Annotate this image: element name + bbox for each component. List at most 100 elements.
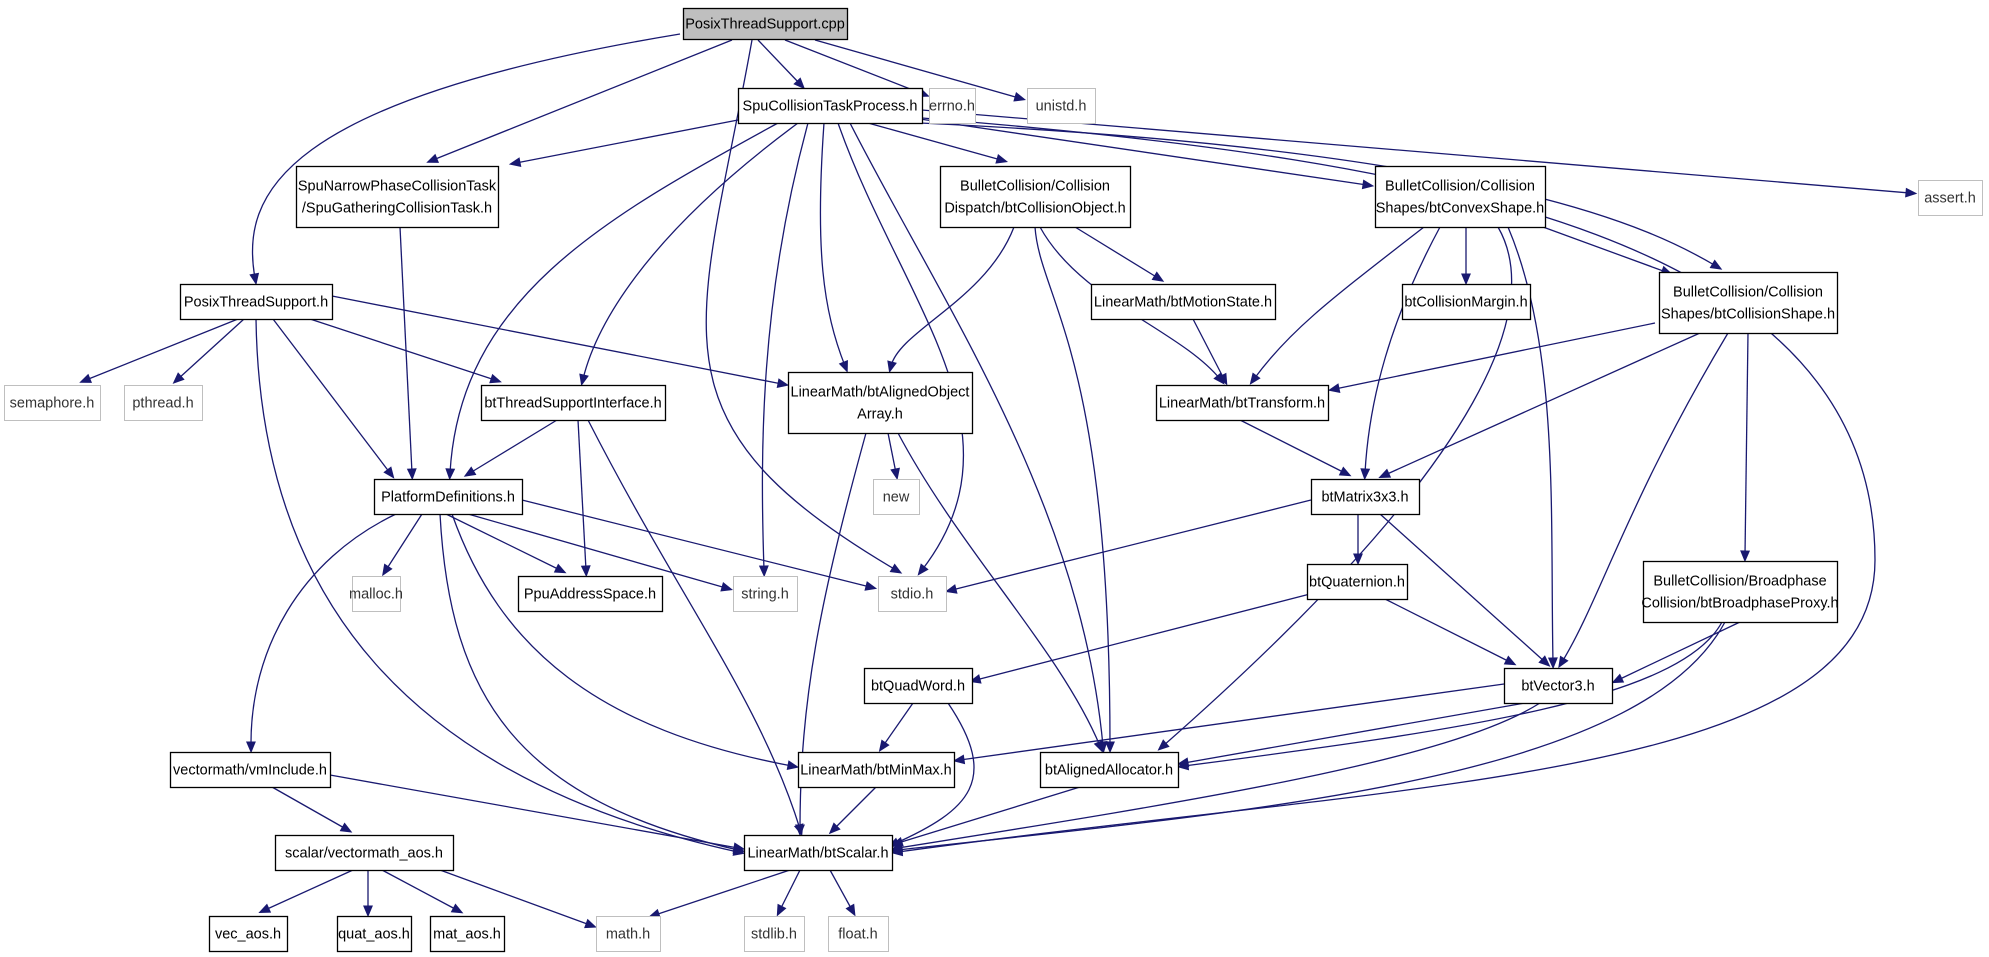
node-box bbox=[336, 915, 413, 953]
node-box bbox=[878, 576, 947, 612]
node-colmargin[interactable]: btCollisionMargin.h bbox=[1401, 283, 1532, 321]
node-layer: PosixThreadSupport.cppSpuCollisionTaskPr… bbox=[4, 7, 1983, 953]
edge-platdef-to-malloc bbox=[382, 513, 423, 577]
edge-quat-to-quadword bbox=[968, 593, 1311, 684]
edge-line bbox=[432, 39, 733, 161]
node-bproxy[interactable]: BulletCollision/BroadphaseCollision/btBr… bbox=[1641, 560, 1839, 624]
node-quat[interactable]: btQuaternion.h bbox=[1306, 563, 1409, 601]
node-errno[interactable]: errno.h bbox=[929, 88, 976, 124]
node-scalaraos[interactable]: scalar/vectormath_aos.h bbox=[274, 834, 455, 872]
edge-quadword-to-minmax bbox=[878, 702, 914, 752]
node-assert[interactable]: assert.h bbox=[1918, 180, 1983, 216]
arrowhead-icon bbox=[258, 903, 272, 914]
arrowhead-icon bbox=[445, 468, 456, 481]
edge-root-to-spuproc bbox=[757, 39, 806, 90]
node-label: LinearMath/btScalar.h bbox=[747, 846, 888, 862]
edge-quat-to-vector3 bbox=[1384, 598, 1517, 666]
edge-colshape-to-vector3 bbox=[1558, 332, 1729, 669]
node-stdio[interactable]: stdio.h bbox=[878, 576, 947, 612]
edge-line bbox=[1384, 598, 1511, 663]
node-mataos[interactable]: mat_aos.h bbox=[429, 915, 506, 953]
node-label: SpuNarrowPhaseCollisionTask bbox=[298, 179, 497, 195]
edge-line bbox=[1162, 226, 1513, 747]
node-colobj[interactable]: BulletCollision/CollisionDispatch/btColl… bbox=[939, 165, 1132, 229]
node-label: stdlib.h bbox=[751, 927, 797, 943]
edge-line bbox=[779, 869, 801, 911]
node-math[interactable]: math.h bbox=[596, 916, 661, 952]
node-vminclude[interactable]: vectormath/vmInclude.h bbox=[169, 751, 332, 789]
edge-line bbox=[582, 122, 799, 380]
node-spuproc[interactable]: SpuCollisionTaskProcess.h bbox=[737, 87, 924, 125]
edge-convex-to-alignalloc bbox=[1157, 226, 1513, 751]
node-minmax[interactable]: LinearMath/btMinMax.h bbox=[797, 751, 956, 789]
arrowhead-icon bbox=[1151, 271, 1165, 282]
edge-line bbox=[893, 702, 975, 845]
node-posixh[interactable]: PosixThreadSupport.h bbox=[179, 283, 334, 321]
edge-line bbox=[1074, 226, 1159, 279]
node-malloc[interactable]: malloc.h bbox=[349, 576, 403, 612]
edge-vector3-to-alignalloc bbox=[1176, 702, 1526, 768]
edge-line bbox=[654, 869, 791, 916]
node-spunarrow[interactable]: SpuNarrowPhaseCollisionTask/SpuGathering… bbox=[295, 165, 500, 229]
node-new[interactable]: new bbox=[873, 479, 920, 515]
edge-line bbox=[1561, 332, 1729, 663]
arrowhead-icon bbox=[363, 905, 373, 918]
node-box bbox=[274, 834, 455, 872]
node-colshape[interactable]: BulletCollision/CollisionShapes/btCollis… bbox=[1658, 271, 1839, 335]
edge-line bbox=[757, 39, 801, 85]
node-platdef[interactable]: PlatformDefinitions.h bbox=[373, 478, 524, 516]
node-matrix[interactable]: btMatrix3x3.h bbox=[1310, 478, 1421, 516]
edge-root-to-stdio bbox=[705, 39, 903, 574]
edge-line bbox=[1192, 318, 1225, 380]
edge-line bbox=[1507, 226, 1554, 663]
node-label: btCollisionMargin.h bbox=[1404, 295, 1527, 311]
edge-line bbox=[521, 499, 871, 588]
edge-line bbox=[451, 513, 793, 767]
arrowhead-icon bbox=[995, 154, 1009, 164]
node-ppuaddr[interactable]: PpuAddressSpace.h bbox=[517, 575, 664, 613]
node-box bbox=[863, 667, 974, 705]
node-alignalloc[interactable]: btAlignedAllocator.h bbox=[1039, 751, 1180, 789]
edge-matrix-to-vector3 bbox=[1379, 513, 1551, 667]
node-quataos[interactable]: quat_aos.h bbox=[336, 915, 413, 953]
node-float[interactable]: float.h bbox=[828, 916, 889, 952]
node-convex[interactable]: BulletCollision/CollisionShapes/btConvex… bbox=[1374, 165, 1547, 229]
node-unistd[interactable]: unistd.h bbox=[1027, 88, 1096, 124]
node-box bbox=[929, 88, 976, 124]
node-box bbox=[1090, 283, 1277, 321]
node-label: mat_aos.h bbox=[433, 927, 501, 943]
node-string[interactable]: string.h bbox=[733, 576, 798, 612]
node-box bbox=[787, 371, 974, 435]
node-motion[interactable]: LinearMath/btMotionState.h bbox=[1090, 283, 1277, 321]
arrowhead-icon bbox=[1327, 383, 1341, 393]
edge-line bbox=[1034, 226, 1111, 747]
node-label: LinearMath/btMinMax.h bbox=[800, 763, 952, 779]
edge-posixh-to-pthread bbox=[172, 318, 245, 384]
node-vecaos[interactable]: vec_aos.h bbox=[208, 915, 289, 953]
arrowhead-icon bbox=[584, 918, 597, 929]
edge-colshape-to-transform bbox=[1327, 322, 1656, 393]
edge-scalaraos-to-vecaos bbox=[258, 869, 354, 914]
node-btscalar[interactable]: LinearMath/btScalar.h bbox=[743, 834, 894, 872]
node-label: float.h bbox=[838, 927, 878, 943]
node-root[interactable]: PosixThreadSupport.cpp bbox=[682, 7, 849, 41]
node-label: unistd.h bbox=[1036, 99, 1087, 115]
edge-spuproc-to-colobj bbox=[867, 122, 1009, 164]
node-threadif[interactable]: btThreadSupportInterface.h bbox=[480, 384, 667, 422]
arrowhead-icon bbox=[1905, 187, 1918, 198]
arrowhead-icon bbox=[553, 563, 567, 574]
node-transform[interactable]: LinearMath/btTransform.h bbox=[1155, 384, 1330, 422]
edge-colshape-to-bproxy bbox=[1740, 332, 1751, 563]
node-stdlib[interactable]: stdlib.h bbox=[744, 916, 805, 952]
node-vector3[interactable]: btVector3.h bbox=[1503, 667, 1614, 705]
node-pthread[interactable]: pthread.h bbox=[124, 385, 203, 421]
edge-convex-to-colmargin bbox=[1461, 227, 1471, 286]
arrowhead-icon bbox=[1709, 259, 1723, 270]
node-label: BulletCollision/Collision bbox=[1673, 285, 1823, 301]
node-quadword[interactable]: btQuadWord.h bbox=[863, 667, 974, 705]
arrowhead-icon bbox=[463, 466, 477, 477]
node-semaphore[interactable]: semaphore.h bbox=[4, 385, 101, 421]
node-box bbox=[1027, 88, 1096, 124]
